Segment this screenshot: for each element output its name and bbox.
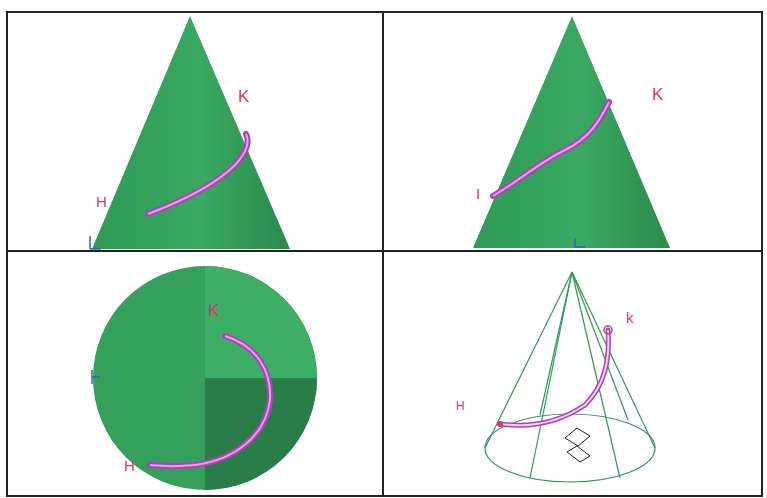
point-label: H: [456, 400, 465, 412]
path-curve: [500, 330, 608, 425]
point-label: H: [96, 194, 107, 209]
path-curve-highlight: [150, 336, 270, 466]
panel-divider: [7, 250, 762, 252]
point-label: K: [652, 86, 663, 103]
path-end-dot: [497, 421, 503, 427]
axis-triad: [90, 236, 101, 249]
point-label: I: [476, 186, 480, 201]
shaded-sector: [205, 378, 317, 490]
axis-triad: [92, 370, 100, 384]
path-curve-highlight: [500, 330, 608, 425]
panel-frame: [7, 12, 762, 496]
point-label: H: [124, 458, 135, 473]
path-curve: [148, 134, 248, 214]
path-curve: [150, 336, 270, 466]
path-end-dot: [604, 326, 612, 334]
path-curve-highlight: [148, 134, 248, 214]
cone-solid: [473, 16, 670, 248]
point-label: k: [626, 310, 634, 325]
point-label: K: [208, 302, 219, 319]
path-curve: [493, 102, 609, 196]
axis-triad: [575, 238, 585, 247]
cone-top-view: [93, 266, 317, 490]
point-label: K: [238, 88, 249, 105]
cone-solid: [92, 16, 290, 249]
axis-icon: [565, 428, 590, 462]
path-curve-highlight: [493, 102, 609, 196]
panel-divider: [382, 12, 384, 496]
cone-wireframe: [485, 272, 655, 482]
